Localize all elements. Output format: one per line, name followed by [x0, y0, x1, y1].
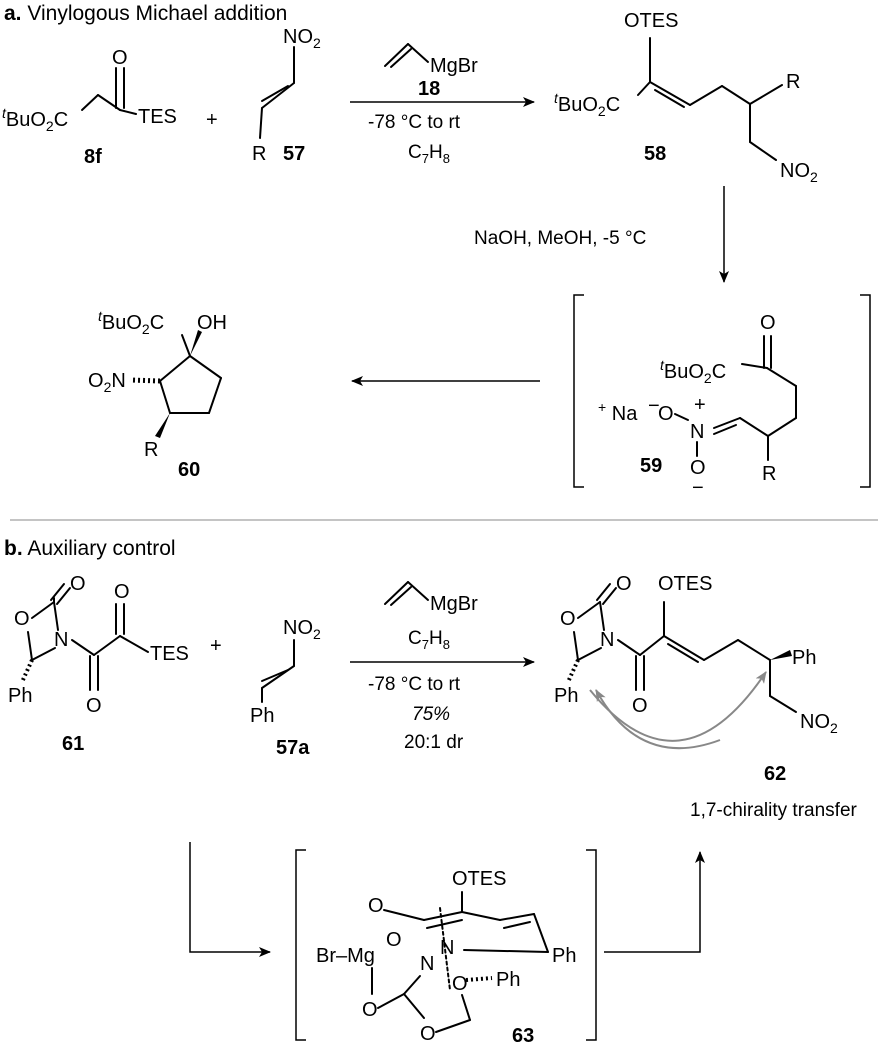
condition-step2: NaOH, MeOH, -5 °C [474, 228, 646, 249]
condition-solvent-2: C7H8 [408, 628, 450, 652]
mgbr-label-b: MgBr [430, 593, 478, 615]
condition-temperature-1: -78 °C to rt [368, 112, 461, 133]
mg-label-63: Br–Mg [316, 945, 375, 967]
ph-label-63a: Ph [552, 945, 576, 967]
ph-label-62a: Ph [554, 685, 578, 707]
oh-label: OH [197, 312, 227, 334]
condition-dr: 20:1 dr [404, 732, 464, 753]
ring-o-62: O [560, 608, 576, 630]
compound-57a: NO2 Ph 57a [250, 617, 321, 759]
tes-label: TES [138, 106, 177, 128]
compound-58: OTES tBuO2C R NO2 58 [554, 10, 818, 185]
reaction-arrow-5 [189, 842, 271, 957]
bracket-right-63 [586, 849, 597, 1041]
otes-label: OTES [624, 10, 678, 32]
tes-label-61: TES [150, 643, 189, 665]
r-label: R [252, 143, 266, 165]
section-b-heading: b. Auxiliary control [4, 537, 176, 560]
tbuo2c-label-58: tBuO2C [554, 90, 620, 119]
ph-label-61: Ph [8, 685, 32, 707]
n-label-61: N [54, 629, 68, 651]
compound-8f: tBuO2C O TES 8f [2, 47, 177, 168]
mgbr-label: MgBr [430, 55, 478, 77]
compound-number-18: 18 [418, 78, 440, 100]
bracket-left-63 [295, 849, 306, 1041]
r-label-59: R [762, 463, 776, 485]
compound-number-61: 61 [62, 733, 84, 755]
compound-61: O O N Ph O O TES 61 [8, 573, 189, 755]
compound-number-57a: 57a [276, 737, 310, 759]
o-63b: O [386, 929, 402, 951]
nitronate-n: N [690, 421, 704, 443]
compound-number-63: 63 [512, 1025, 534, 1047]
condition-temperature-2: -78 °C to rt [368, 674, 461, 695]
o2n-label: O2N [88, 370, 126, 395]
nitrogen-plus: + [694, 394, 706, 416]
section-b: b. Auxiliary control O O N Ph O O TES [4, 537, 858, 1047]
chirality-transfer-note: 1,7-chirality transfer [690, 800, 858, 821]
carbamate-o-62: O [616, 573, 632, 595]
bracket-right [860, 294, 871, 488]
vinyl-grignard-b: MgBr [384, 581, 478, 615]
otes-label-62: OTES [658, 573, 712, 595]
reagent-18: MgBr 18 [384, 43, 478, 100]
tbuo2c-label: tBuO2C [2, 105, 68, 134]
compound-number-60: 60 [178, 459, 200, 481]
amide-o-61: O [86, 695, 102, 717]
ph-label-63b: Ph [496, 969, 520, 991]
ph-label-57a: Ph [250, 705, 274, 727]
compound-60: tBuO2C OH R O2N 60 [88, 308, 227, 481]
carbamate-o-61: O [70, 573, 86, 595]
oxide-minus-2: − [692, 477, 704, 499]
n-63b: N [420, 953, 434, 975]
no2-label: NO2 [283, 26, 321, 51]
oxide-minus: − [648, 395, 660, 417]
amide-o-62: O [632, 695, 648, 717]
nitronate-o2: O [690, 457, 706, 479]
no2-label-58: NO2 [780, 160, 818, 185]
bracket-left [573, 294, 584, 488]
nitronate-o1: O [658, 403, 674, 425]
keto-o-61: O [114, 581, 130, 603]
no2-label-62: NO2 [800, 711, 838, 736]
n-63a: N [440, 937, 454, 959]
compound-number-62: 62 [764, 763, 786, 785]
ph-label-62b: Ph [792, 647, 816, 669]
reaction-arrow-6 [604, 851, 705, 953]
r-label-60: R [144, 439, 158, 461]
transition-state-63: OTES O Ph Br–Mg O N N O Ph O O [295, 849, 597, 1047]
chirality-transfer-arrow [589, 671, 767, 742]
compound-number-57: 57 [283, 143, 305, 165]
tbuo2c-label-60: tBuO2C [98, 308, 164, 337]
tbuo2c-label-59: tBuO2C [660, 357, 726, 386]
section-a: a. Vinylogous Michael addition tBuO2C O … [2, 2, 871, 499]
carbonyl-o: O [112, 47, 128, 69]
plus-sign-b: + [210, 635, 222, 657]
intermediate-59: O tBuO2C R + Na − O + N O − 59 [573, 294, 871, 499]
ketone-o: O [760, 312, 776, 334]
otes-label-63: OTES [452, 868, 506, 890]
o-63c: O [452, 973, 468, 995]
o-63a: O [368, 895, 384, 917]
compound-number-58: 58 [644, 143, 666, 165]
no2-label-57a: NO2 [283, 617, 321, 642]
section-a-heading: a. Vinylogous Michael addition [4, 2, 287, 25]
plus-sign: + [206, 109, 218, 131]
chirality-transfer-arrow-back [595, 689, 721, 750]
condition-solvent-1: C7H8 [408, 142, 450, 166]
n-label-62: N [600, 629, 614, 651]
o-63d: O [362, 999, 378, 1021]
sodium-cation: + Na [598, 399, 638, 425]
compound-number-8f: 8f [84, 146, 102, 168]
ring-o-61: O [14, 608, 30, 630]
condition-yield: 75% [412, 704, 450, 725]
compound-62: O O N Ph O OTES Ph NO2 [554, 573, 858, 821]
o-63e: O [420, 1023, 436, 1045]
compound-57: NO2 R 57 [252, 26, 321, 165]
compound-number-59: 59 [640, 455, 662, 477]
r-label-58: R [786, 71, 800, 93]
